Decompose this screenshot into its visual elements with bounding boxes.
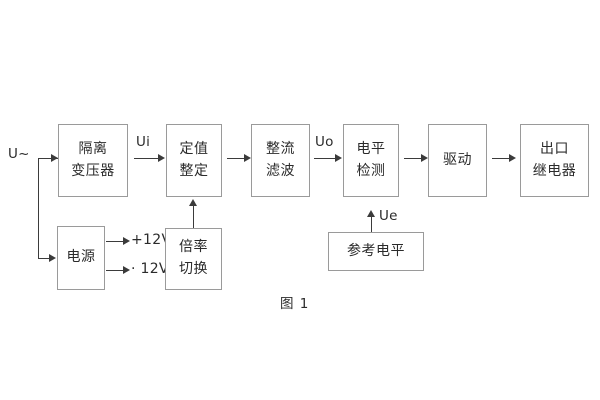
arrowhead-to-output-relay bbox=[509, 153, 516, 162]
arrowhead-to-setting-value-bottom bbox=[189, 199, 197, 206]
connector-input-to-junction bbox=[38, 158, 58, 159]
connector-power-supply-neg12v bbox=[106, 270, 124, 271]
connector-reference-to-level bbox=[371, 217, 372, 232]
connector-setting-to-rectify bbox=[227, 158, 245, 159]
arrowhead-to-power-supply bbox=[49, 253, 56, 262]
block-reference-level-line1: 参考电平 bbox=[347, 242, 405, 259]
block-rectify-filter-line2: 滤波 bbox=[266, 162, 295, 179]
figure-caption: 图 1 bbox=[280, 296, 310, 312]
input-label-u-ac: U~ bbox=[8, 146, 30, 162]
block-output-relay-line1: 出口 bbox=[540, 140, 569, 157]
block-power-supply[interactable]: 电源 bbox=[57, 226, 105, 290]
arrowhead-to-level-detection bbox=[335, 153, 342, 162]
signal-label-ui: Ui bbox=[136, 134, 151, 150]
block-level-detection[interactable]: 电平 检测 bbox=[343, 124, 399, 197]
block-drive-line1: 驱动 bbox=[443, 151, 472, 168]
block-rectify-filter-line1: 整流 bbox=[266, 140, 295, 157]
signal-label-uo: Uo bbox=[315, 134, 334, 150]
connector-input-branch-down bbox=[38, 158, 39, 258]
block-level-detection-line2: 检测 bbox=[356, 162, 386, 179]
connector-multiplier-to-setting bbox=[193, 206, 194, 228]
arrowhead-to-setting-value bbox=[158, 153, 165, 162]
block-level-detection-line1: 电平 bbox=[356, 140, 386, 157]
block-isolation-transformer-line2: 变压器 bbox=[71, 162, 115, 179]
signal-label-ue: Ue bbox=[379, 208, 398, 224]
rail-label-pos-12v: +12V bbox=[131, 232, 172, 248]
block-output-relay-line2: 继电器 bbox=[532, 162, 577, 179]
connector-rectify-to-level bbox=[314, 158, 336, 159]
block-isolation-transformer-line1: 隔离 bbox=[78, 140, 108, 157]
arrowhead-to-isolation-transformer bbox=[51, 153, 58, 162]
block-multiplier-switch[interactable]: 倍率 切换 bbox=[165, 228, 222, 290]
arrowhead-to-level-detection-bottom bbox=[367, 210, 375, 217]
block-reference-level[interactable]: 参考电平 bbox=[328, 232, 424, 271]
arrowhead-to-rectify-filter bbox=[244, 153, 251, 162]
arrowhead-to-drive bbox=[421, 153, 428, 162]
connector-power-supply-pos12v bbox=[106, 241, 124, 242]
arrowhead-neg-12v bbox=[123, 265, 130, 274]
block-isolation-transformer[interactable]: 隔离 变压器 bbox=[58, 124, 128, 197]
rail-label-neg-12v: · 12V bbox=[131, 261, 169, 277]
block-rectify-filter[interactable]: 整流 滤波 bbox=[251, 124, 310, 197]
block-drive[interactable]: 驱动 bbox=[428, 124, 487, 197]
connector-drive-to-output-relay bbox=[492, 158, 510, 159]
block-setting-value-line2: 整定 bbox=[179, 162, 209, 179]
block-multiplier-switch-line2: 切换 bbox=[179, 261, 208, 277]
connector-isolation-to-setting bbox=[134, 158, 159, 159]
block-setting-value[interactable]: 定值 整定 bbox=[166, 124, 222, 197]
block-output-relay[interactable]: 出口 继电器 bbox=[520, 124, 589, 197]
block-power-supply-line1: 电源 bbox=[66, 249, 96, 266]
block-multiplier-switch-line1: 倍率 bbox=[179, 239, 208, 256]
connector-branch-to-power-supply bbox=[38, 258, 50, 259]
block-setting-value-line1: 定值 bbox=[179, 140, 209, 157]
arrowhead-pos-12v bbox=[123, 236, 130, 245]
connector-level-to-drive bbox=[404, 158, 422, 159]
